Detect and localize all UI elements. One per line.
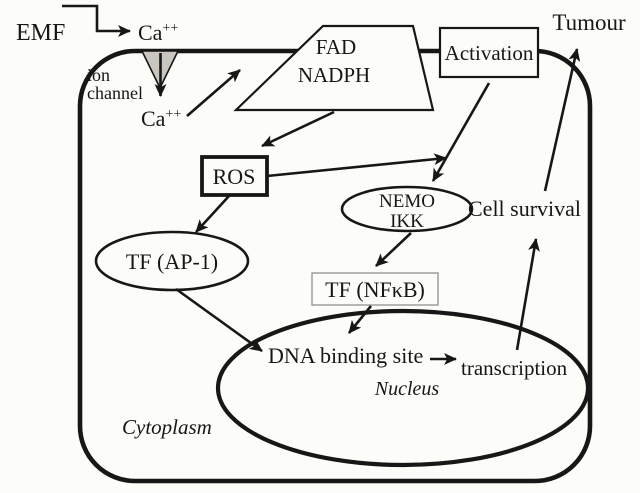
- arrow-ros-to-tf-ap1: [195, 195, 230, 233]
- arrow-cell-survival-to-tumour: [543, 48, 581, 192]
- arrow-nemo-ikk-to-tf-nfkb: [375, 232, 412, 267]
- tf-nfkb-box: [311, 272, 439, 306]
- arrow-transcription-to-cell-survival: [515, 238, 540, 351]
- cell-survival-label: Cell survival: [468, 196, 581, 221]
- fad-nadph-trapezoid: [233, 24, 435, 112]
- fad-label: FAD: [316, 35, 356, 59]
- emf-label: EMF: [16, 20, 65, 46]
- dna-binding-site-label: DNA binding site: [268, 343, 423, 368]
- tf-ap1-ellipse: [94, 230, 250, 292]
- nemo-ikk-ellipse: [340, 185, 474, 233]
- arrow-calcium-to-fad-nadph: [186, 69, 241, 117]
- calcium-superscript: ++: [165, 107, 181, 122]
- ikk-label: IKK: [390, 211, 424, 232]
- activation-label: Activation: [445, 41, 534, 65]
- arrow-tf-nfkb-to-dna-binding-site: [347, 305, 373, 334]
- tf-ap1-label: TF (AP-1): [126, 249, 218, 274]
- cytoplasm-label: Cytoplasm: [122, 415, 212, 439]
- ion-channel-label-line2: channel: [87, 83, 143, 103]
- nucleus-label: Nucleus: [374, 378, 440, 400]
- tf-nfkb-label: TF (NFκB): [325, 277, 425, 302]
- ros-label: ROS: [213, 164, 256, 189]
- transcription-label: transcription: [461, 356, 568, 380]
- arrow-emf-to-calcium: [62, 4, 131, 37]
- calcium-intracellular-label: Ca++: [141, 106, 181, 131]
- nucleus-ellipse: [215, 308, 591, 468]
- tumour-label: Tumour: [552, 10, 626, 35]
- activation-box: [438, 26, 540, 79]
- arrow-ros-to-nemo-ikk: [266, 153, 447, 178]
- arrow-tf-ap1-to-dna-binding-site: [175, 287, 263, 353]
- arrow-activation-to-nemo-ikk: [431, 82, 491, 182]
- ion-channel-label-line1: ion: [87, 65, 110, 85]
- nadph-label: NADPH: [298, 63, 370, 87]
- arrow-fad-nadph-to-ros: [261, 110, 335, 148]
- calcium-extracellular-label: Ca++: [138, 20, 178, 45]
- nemo-label: NEMO: [379, 191, 435, 212]
- calcium-superscript: ++: [162, 21, 178, 36]
